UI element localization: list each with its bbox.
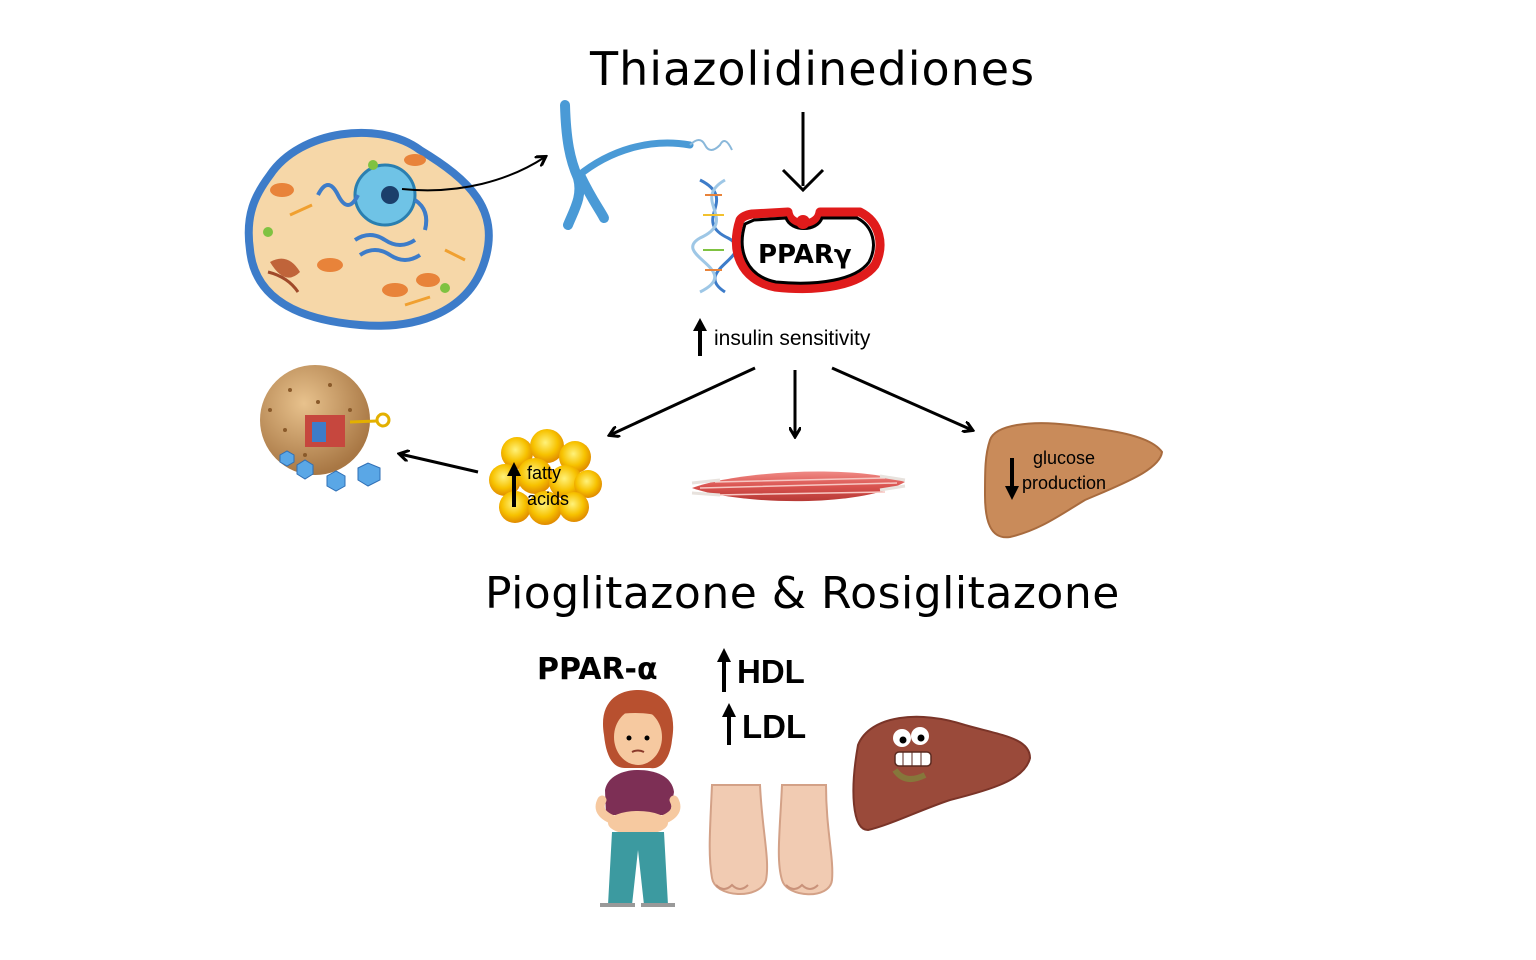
cell-icon [244, 128, 493, 330]
drug-names: Pioglitazone & Rosiglitazone [485, 568, 1120, 619]
woman-weight-gain-icon [595, 690, 681, 907]
ldl-label: LDL [742, 708, 807, 745]
chromosome-icon [560, 100, 733, 230]
glucose-line2: production [1022, 473, 1107, 493]
hdl-label: HDL [737, 653, 805, 690]
sick-liver-icon [852, 715, 1032, 832]
fat-cell-icon [489, 429, 602, 525]
fatty-acids-line1: fatty [527, 463, 562, 483]
ppar-alpha-label: PPAR-α [537, 652, 658, 687]
diagram-title: Thiazolidinediones [590, 42, 1036, 96]
liver-icon [983, 422, 1164, 539]
swollen-feet-icon [708, 784, 834, 896]
dna-icon [691, 178, 738, 294]
glucose-production-label: glucose production [1022, 446, 1106, 496]
receptor-label: PPARγ [758, 240, 852, 270]
fatty-acids-line2: acids [527, 489, 570, 509]
glucose-line1: glucose [1033, 448, 1096, 468]
insulin-sensitivity-label: insulin sensitivity [714, 327, 871, 350]
insulin-cell-icon [260, 365, 391, 492]
muscle-icon [691, 471, 906, 502]
fatty-acids-label: fatty acids [527, 460, 569, 512]
receptor-icon: PPARγ [731, 207, 885, 294]
